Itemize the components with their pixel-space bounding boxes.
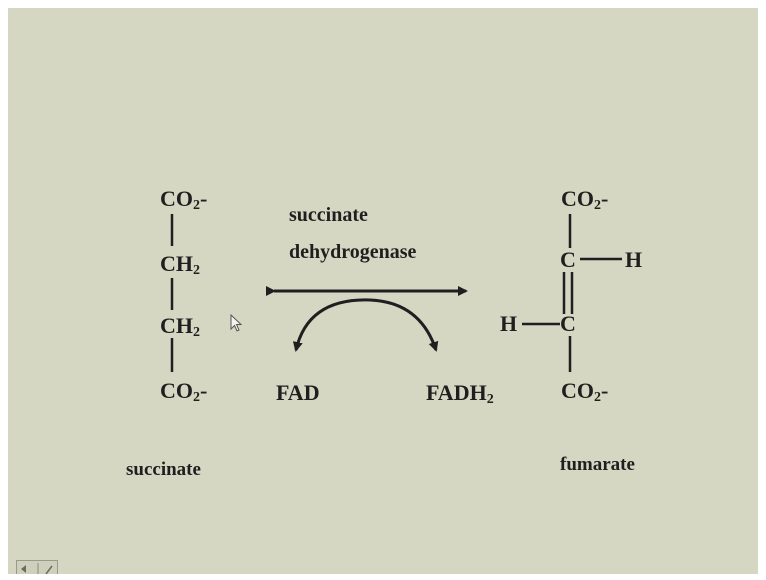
succinate-methylene-1: CH2: [160, 251, 200, 278]
bond-and-arrow-lines: [170, 214, 622, 372]
fumarate-hydrogen-1: H: [625, 247, 643, 272]
fumarate-carboxylate-bottom: CO2-: [561, 378, 609, 405]
succinate-label: succinate: [126, 459, 201, 480]
enzyme-name-line1: succinate: [289, 204, 368, 226]
slide-navigation-icon[interactable]: [16, 560, 58, 574]
fumarate-carbon-2: C: [560, 311, 576, 336]
fumarate-hydrogen-2: H: [500, 311, 518, 336]
succinate-carboxylate-top: CO2-: [160, 186, 208, 213]
fumarate-carbon-1: C: [560, 247, 576, 272]
fumarate-label: fumarate: [560, 454, 635, 475]
fumarate-carboxylate-top: CO2-: [561, 186, 609, 213]
enzyme-name-line2: dehydrogenase: [289, 241, 417, 263]
fad-curved-arrow: [292, 298, 371, 352]
fadh2-label: FADH2: [426, 380, 494, 407]
fad-label: FAD: [276, 380, 320, 405]
mouse-pointer-icon: [230, 314, 243, 332]
slide: succinate dehydrogenase CO2- CH2 CH2 CO2…: [8, 8, 758, 574]
succinate-methylene-2: CH2: [160, 313, 200, 340]
fadh2-curved-arrow: [369, 298, 439, 352]
succinate-carboxylate-bottom: CO2-: [160, 378, 208, 405]
